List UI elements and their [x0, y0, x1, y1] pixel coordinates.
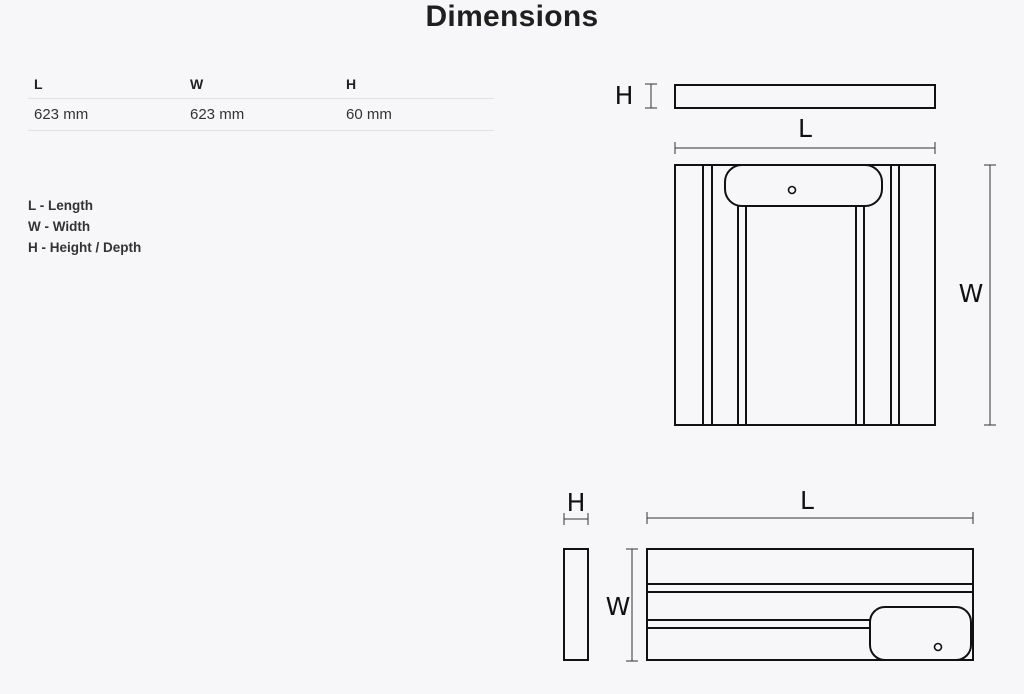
top-view-height-label: H	[615, 81, 634, 110]
side-view-length-dimension	[646, 512, 974, 524]
header-length: L	[28, 70, 184, 99]
legend-height: H - Height / Depth	[28, 240, 142, 255]
page-title: Dimensions	[425, 0, 599, 33]
value-width: 623 mm	[184, 98, 340, 131]
front-view-width-label: W	[959, 279, 984, 308]
legend-length: L - Length	[28, 198, 93, 213]
side-view-width-dimension	[626, 548, 638, 662]
side-view-width-label: W	[606, 592, 631, 621]
header-width: W	[184, 70, 340, 99]
top-view-length-dimension	[674, 142, 936, 154]
table-header-row: L W H	[28, 70, 494, 99]
front-view-width-dimension	[984, 164, 996, 426]
top-view-height-dimension	[645, 83, 657, 109]
side-view-height-dimension	[563, 513, 589, 525]
dimension-legend: L - Length W - Width H - Height / Depth	[28, 195, 141, 258]
header-height: H	[340, 70, 494, 99]
value-height: 60 mm	[340, 98, 494, 131]
top-view-plate	[674, 84, 936, 109]
front-view-panel	[674, 164, 936, 426]
table-row: 623 mm 623 mm 60 mm	[28, 98, 494, 131]
side-view-panel	[646, 548, 974, 661]
side-view-length-label: L	[800, 486, 814, 515]
side-view-end-profile	[563, 548, 589, 661]
side-view-height-label: H	[567, 488, 586, 517]
dimensions-table: L W H 623 mm 623 mm 60 mm	[28, 70, 494, 131]
top-view-length-label: L	[798, 114, 812, 143]
value-length: 623 mm	[28, 98, 184, 131]
legend-width: W - Width	[28, 219, 91, 234]
